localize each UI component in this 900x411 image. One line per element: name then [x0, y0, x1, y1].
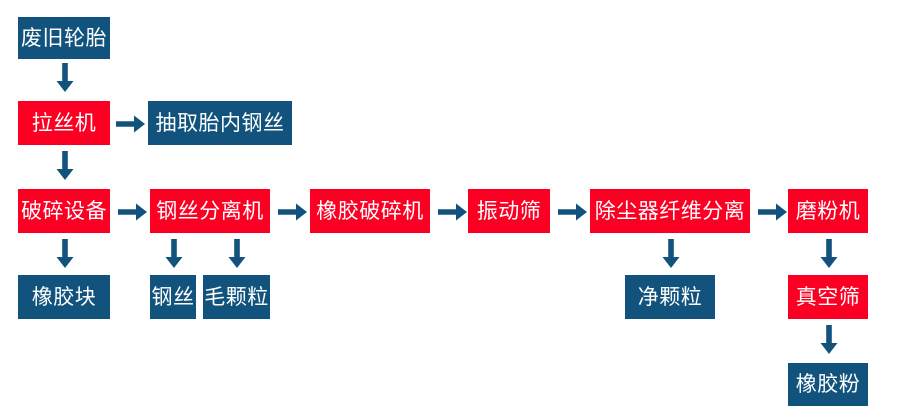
node-rough-granule[interactable]: 毛颗粒 [203, 275, 270, 319]
arrow-down-fiber-separator-to-clean-granule [655, 238, 685, 272]
node-wire-separator[interactable]: 钢丝分离机 [150, 189, 270, 233]
arrow-down-wire-separator-to-steel-wire [158, 238, 188, 272]
node-rubber-block[interactable]: 橡胶块 [18, 275, 110, 319]
arrow-right-crusher-to-wire-separator [116, 196, 148, 226]
node-wire-drawing[interactable]: 拉丝机 [18, 101, 110, 145]
arrow-down-wire-separator-to-rough-granule [221, 238, 251, 272]
node-label: 拉丝机 [31, 110, 97, 135]
node-vibrating-screen[interactable]: 振动筛 [468, 189, 550, 233]
node-label: 磨粉机 [795, 198, 861, 223]
arrow-right-wire-drawing-to-extract-bead-wire [114, 108, 146, 138]
node-label: 橡胶块 [31, 284, 97, 309]
node-label: 钢丝 [151, 284, 195, 309]
node-steel-wire[interactable]: 钢丝 [150, 275, 196, 319]
node-label: 净颗粒 [637, 284, 703, 309]
node-label: 除尘器纤维分离 [594, 198, 746, 223]
arrow-right-fiber-separator-to-grinder [756, 196, 788, 226]
node-label: 废旧轮胎 [21, 25, 107, 50]
arrow-right-vibrating-screen-to-fiber-separator [556, 196, 588, 226]
arrow-down-crusher-to-rubber-block [49, 238, 79, 272]
node-label: 橡胶破碎机 [316, 198, 424, 223]
node-label: 破碎设备 [21, 198, 107, 223]
arrow-down-vacuum-screen-to-rubber-powder [813, 324, 843, 358]
node-grinder[interactable]: 磨粉机 [788, 189, 868, 233]
arrow-down-wire-drawing-to-crusher [49, 150, 79, 184]
node-vacuum-screen[interactable]: 真空筛 [788, 275, 868, 319]
arrow-right-wire-separator-to-rubber-crusher [276, 196, 308, 226]
node-crusher[interactable]: 破碎设备 [18, 189, 110, 233]
node-label: 毛颗粒 [204, 284, 269, 309]
arrow-down-grinder-to-vacuum-screen [813, 238, 843, 272]
node-label: 橡胶粉 [795, 372, 861, 396]
arrow-right-rubber-crusher-to-vibrating-screen [436, 196, 468, 226]
node-label: 抽取胎内钢丝 [155, 110, 285, 135]
node-rubber-powder[interactable]: 橡胶粉 [788, 363, 868, 406]
node-waste-tire[interactable]: 废旧轮胎 [18, 17, 110, 59]
node-label: 钢丝分离机 [156, 198, 264, 223]
node-rubber-crusher[interactable]: 橡胶破碎机 [310, 189, 430, 233]
node-label: 振动筛 [476, 198, 542, 223]
node-clean-granule[interactable]: 净颗粒 [625, 275, 715, 319]
node-fiber-separator[interactable]: 除尘器纤维分离 [590, 189, 750, 233]
node-label: 真空筛 [795, 284, 861, 309]
node-extract-bead-wire[interactable]: 抽取胎内钢丝 [148, 101, 292, 145]
arrow-down-waste-tire-to-wire-drawing [49, 62, 79, 96]
